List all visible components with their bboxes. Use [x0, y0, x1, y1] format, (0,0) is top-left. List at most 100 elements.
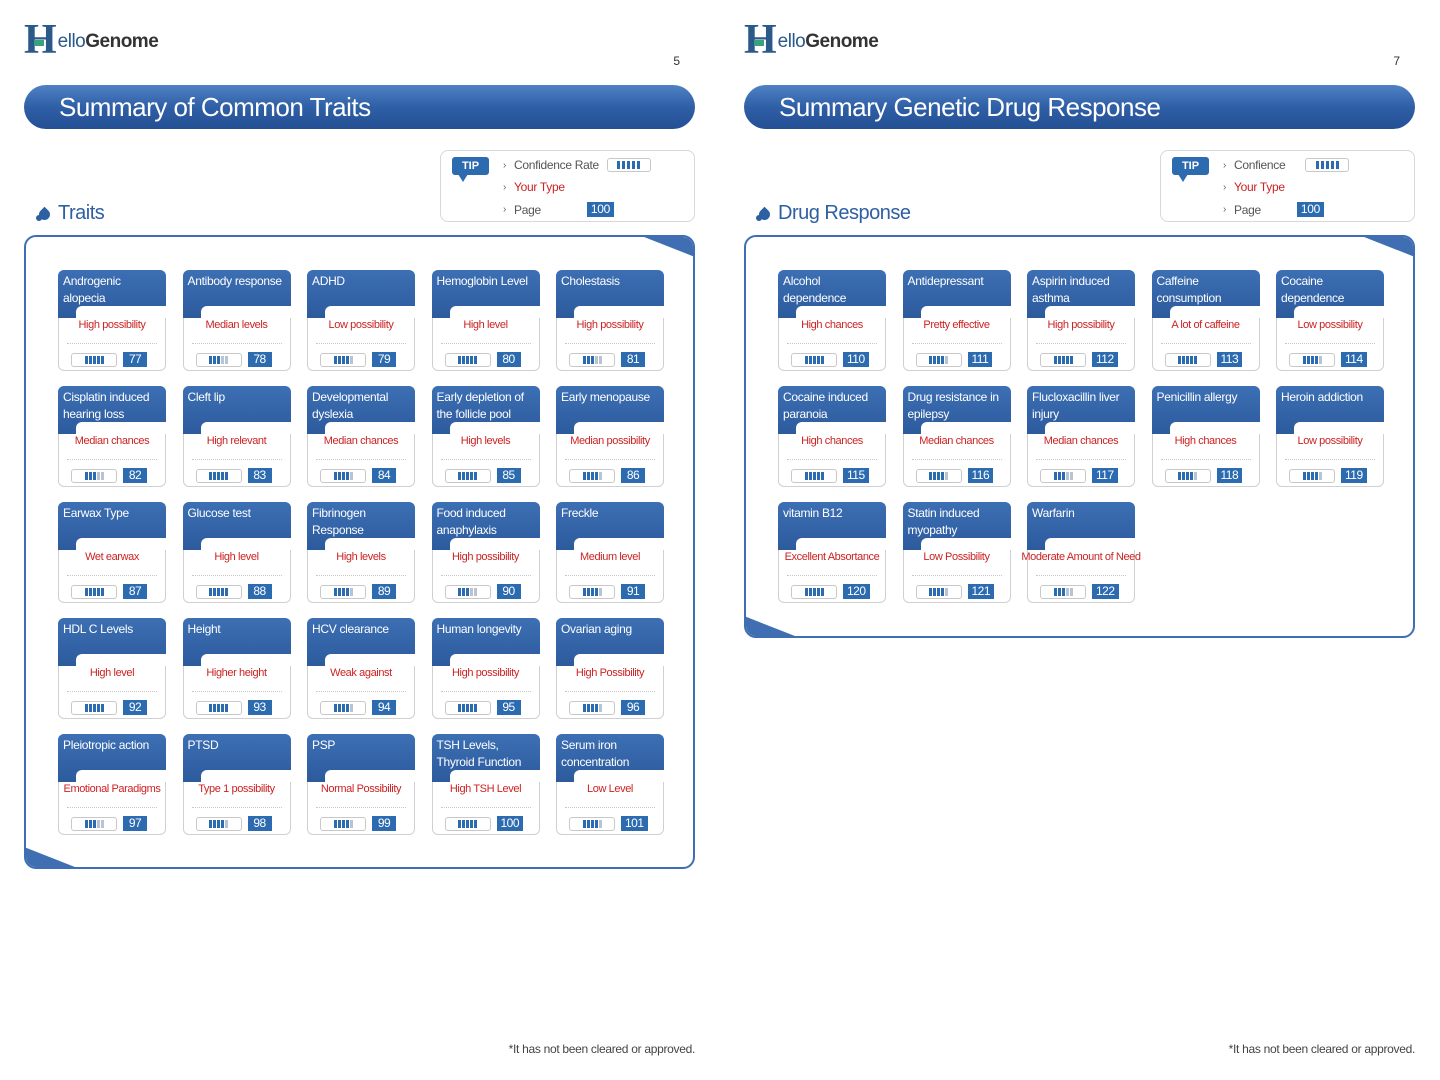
page-ref-badge[interactable]: 110: [843, 352, 869, 367]
page-ref-badge[interactable]: 120: [843, 584, 870, 599]
page-ref-badge[interactable]: 80: [496, 352, 521, 367]
page-ref-badge[interactable]: 93: [247, 700, 272, 715]
page-ref-badge[interactable]: 98: [247, 816, 272, 831]
card-result: Median chances: [1043, 435, 1119, 447]
page-ref-badge[interactable]: 81: [621, 352, 645, 367]
card-title: Pleiotropic action: [58, 734, 166, 782]
confidence-meter: [71, 584, 117, 599]
page-ref-badge[interactable]: 83: [247, 468, 272, 483]
page-ref-badge[interactable]: 117: [1092, 468, 1118, 483]
page-drug-response: H elloGenome 7 Summary Genetic Drug Resp…: [720, 0, 1440, 1080]
page-ref-badge[interactable]: 77: [123, 352, 147, 367]
page-ref-badge[interactable]: 121: [967, 584, 995, 599]
card-title: Glucose test: [182, 502, 291, 550]
page-ref-badge[interactable]: 97: [123, 816, 147, 831]
page-ref-badge[interactable]: 112: [1092, 352, 1118, 367]
page-ref-badge[interactable]: 116: [967, 468, 994, 483]
page-ref-badge[interactable]: 89: [372, 584, 396, 599]
page-ref-badge[interactable]: 99: [372, 816, 396, 831]
confidence-meter: [195, 352, 242, 367]
page-ref-badge[interactable]: 111: [967, 352, 993, 367]
page-ref-badge[interactable]: 92: [123, 700, 147, 715]
page-ref-badge[interactable]: 101: [621, 816, 648, 831]
card-result: High Possibility: [575, 667, 645, 679]
card-result: Median possibility: [570, 435, 650, 447]
card-result: Low possibility: [1297, 319, 1363, 331]
card-title: Antidepressant: [902, 270, 1011, 318]
card-result: High possibility: [78, 319, 146, 331]
page-ref-badge[interactable]: 90: [496, 584, 521, 599]
card-result: Median chances: [323, 435, 399, 447]
confidence-meter: [320, 468, 366, 483]
card-title: Statin induced myopathy: [902, 502, 1011, 550]
page-ref-badge[interactable]: 95: [496, 700, 521, 715]
page-ref-badge[interactable]: 88: [247, 584, 272, 599]
page-ref-badge[interactable]: 114: [1341, 352, 1367, 367]
page-ref-badge[interactable]: 84: [372, 468, 396, 483]
card-title: TSH Levels, Thyroid Function: [431, 734, 540, 782]
page-ref-badge[interactable]: 78: [247, 352, 272, 367]
tip-page-label: Page: [1234, 202, 1261, 217]
chevron-right-icon: ›: [503, 181, 507, 193]
logo-genome: Genome: [85, 31, 159, 52]
page-ref-badge[interactable]: 119: [1341, 468, 1367, 483]
page-ref-badge[interactable]: 87: [123, 584, 147, 599]
page-ref-badge[interactable]: 91: [621, 584, 645, 599]
page-ref-badge[interactable]: 82: [123, 468, 147, 483]
page-ref-badge[interactable]: 122: [1092, 584, 1119, 599]
page-ref-badge[interactable]: 100: [496, 816, 524, 831]
page-ref-badge[interactable]: 96: [621, 700, 645, 715]
confidence-meter: [915, 352, 962, 367]
page-ref-badge[interactable]: 79: [372, 352, 396, 367]
confidence-meter: [1040, 352, 1086, 367]
page-ref-badge[interactable]: 86: [621, 468, 645, 483]
page-ref-badge[interactable]: 94: [372, 700, 396, 715]
section-heading: Traits: [36, 202, 105, 225]
page-ref-badge[interactable]: 85: [496, 468, 521, 483]
tip-page-value: 100: [586, 202, 614, 217]
page-ref-badge[interactable]: 115: [843, 468, 869, 483]
page-ref-badge[interactable]: 113: [1216, 352, 1243, 367]
page-ref-badge[interactable]: 118: [1216, 468, 1243, 483]
